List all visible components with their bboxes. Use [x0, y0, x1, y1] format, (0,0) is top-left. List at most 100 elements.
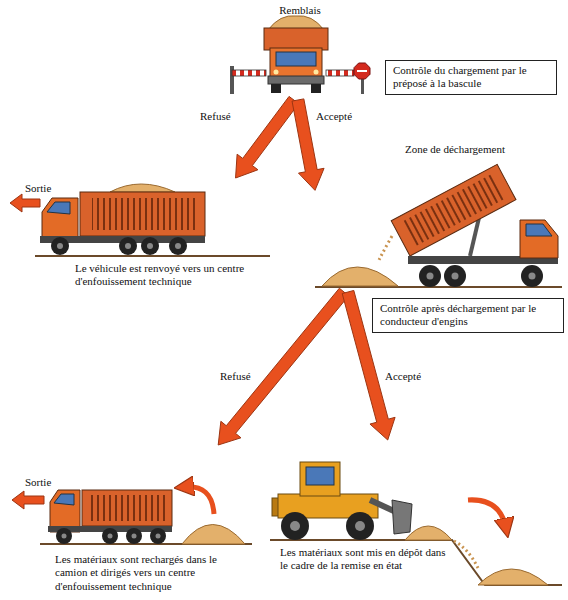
barrier [361, 78, 364, 94]
truck-front [311, 84, 321, 93]
barrier [326, 70, 354, 76]
truck-reloaded [50, 490, 80, 532]
truck-reloaded [150, 528, 166, 544]
tipper-truck [520, 220, 558, 258]
tipper-truck [452, 273, 459, 280]
truck-leaving [125, 243, 131, 249]
loader [405, 526, 452, 540]
truck-leaving [175, 243, 181, 249]
flow-arrow [236, 96, 299, 178]
exit-arrow [10, 194, 40, 212]
truck-reloaded [54, 494, 74, 505]
truck-reloaded [126, 528, 142, 544]
barrier [232, 70, 266, 76]
truck-leaving [57, 243, 63, 249]
barrier [354, 63, 370, 79]
edge-label: Accepté [316, 110, 352, 123]
tipper-truck [444, 265, 466, 287]
exit-arrow [10, 194, 40, 212]
tipper-truck [526, 224, 552, 236]
edge-label: Accepté [385, 370, 421, 383]
deposit-scene: Les matériaux sont mis en dépôt dans le … [268, 440, 560, 600]
weighbridge-scene: Remblais [250, 2, 352, 100]
rejected-vehicle-scene: Sortie Le véhicule est renvoyé vers un ce… [5, 178, 270, 305]
exit-arrow [12, 491, 44, 509]
truck-leaving [147, 243, 153, 249]
loader [346, 512, 374, 540]
loader [306, 467, 334, 485]
truck-front [276, 52, 316, 66]
caption-text: Les matériaux sont rechargés dans le cam… [55, 553, 245, 593]
truck-reloaded [184, 487, 214, 514]
truck-front [271, 84, 281, 93]
loader [270, 540, 562, 585]
truck-leaving [51, 237, 69, 255]
loader [392, 500, 412, 534]
exit-label: Sortie [25, 476, 51, 489]
unloading-zone-scene: Zone de déchargement [315, 138, 565, 292]
loader [478, 569, 548, 585]
truck-front [274, 70, 279, 75]
tipper-truck [391, 164, 516, 256]
note-text: Contrôle du chargement par le préposé à … [393, 64, 549, 91]
loader [290, 521, 300, 531]
tipper-truck [419, 265, 441, 287]
loader [270, 462, 562, 585]
zone-label: Zone de déchargement [405, 143, 505, 156]
truck-leaving [80, 192, 205, 236]
exit-label: Sortie [25, 182, 51, 195]
tipper-truck [521, 265, 543, 287]
truck-reloaded [102, 528, 118, 544]
control-note: Contrôle du chargement par le préposé à … [385, 60, 557, 95]
tipper-truck [391, 164, 516, 256]
truck-leaving [169, 237, 187, 255]
edge-label: Refusé [200, 110, 231, 123]
loader [281, 512, 309, 540]
exit-arrow [12, 491, 44, 509]
truck-front [270, 48, 322, 78]
loader [468, 500, 506, 528]
truck-leaving [35, 255, 270, 257]
truck-reloaded [56, 528, 72, 544]
truck-front [268, 76, 324, 84]
flow-arrow [218, 288, 348, 445]
truck-front [264, 16, 328, 93]
truck-leaving [119, 237, 137, 255]
truck-reloaded [62, 534, 67, 539]
control-note: Contrôle après déchargement par le condu… [372, 298, 564, 333]
truck-leaving [35, 184, 270, 256]
truck-reloaded [108, 534, 113, 539]
tipper-truck [378, 236, 392, 262]
truck-reloaded [82, 490, 172, 526]
note-text: Contrôle après déchargement par le condu… [380, 302, 556, 329]
truck-reloaded [156, 534, 161, 539]
loader [300, 462, 340, 496]
truck-reloaded [40, 487, 252, 544]
edge-label: Refusé [220, 370, 251, 383]
caption-text: Le véhicule est renvoyé vers un centre d… [75, 262, 260, 289]
truck-leaving [141, 237, 159, 255]
truck-leaving [110, 184, 175, 192]
scene-title: Remblais [250, 4, 350, 17]
truck-reloaded [90, 495, 166, 521]
barrier [357, 70, 367, 72]
tipper-truck [403, 174, 504, 246]
tipper-truck [315, 164, 562, 287]
truck-leaving [47, 202, 70, 214]
caption-text: Les matériaux sont mis en dépôt dans le … [280, 546, 455, 573]
loader [355, 521, 365, 531]
reload-scene: SortieLes matériaux sont rechargés dans … [5, 445, 265, 600]
tipper-truck [427, 273, 434, 280]
truck-front [264, 28, 328, 50]
tipper-truck [529, 273, 536, 280]
truck-leaving [42, 198, 78, 242]
truck-reloaded [182, 525, 245, 545]
truck-leaving [92, 198, 196, 230]
truck-front [314, 70, 319, 75]
loader [454, 541, 478, 568]
truck-reloaded [132, 534, 137, 539]
tipper-truck [322, 267, 398, 286]
